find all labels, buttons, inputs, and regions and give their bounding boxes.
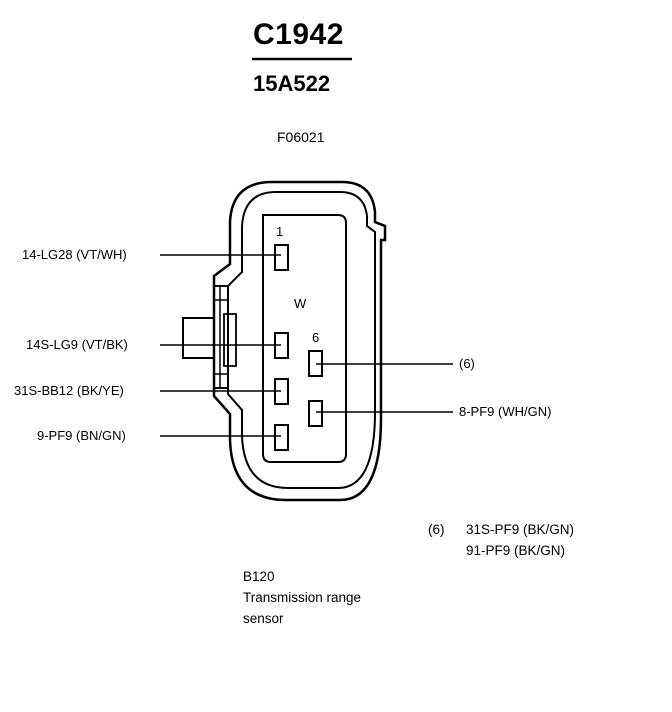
wire-label-pin-1: 14-LG28 (VT/WH) xyxy=(22,247,127,262)
pin-field xyxy=(262,214,347,463)
component-id: B120 xyxy=(243,569,275,584)
keyway-label: W xyxy=(294,296,307,311)
connector-housing-outer xyxy=(212,180,387,502)
wire-label-pin-4: 9-PF9 (BN/GN) xyxy=(37,428,126,443)
pin-cavity-4 xyxy=(274,424,289,451)
pin-cavity-5 xyxy=(308,400,323,427)
connector-title: C1942 xyxy=(253,18,344,51)
footnote-ref: (6) xyxy=(428,522,445,537)
connector-housing-inner xyxy=(227,191,376,489)
footnote-line-1: 31S-PF9 (BK/GN) xyxy=(466,522,575,537)
component-name-line-2: sensor xyxy=(243,611,284,626)
wire-label-pin-3: 31S-BB12 (BK/YE) xyxy=(14,383,124,398)
component-name-line-1: Transmission range xyxy=(243,590,362,605)
locking-tab xyxy=(182,285,237,389)
part-number: 15A522 xyxy=(253,71,331,96)
pin-number-first: 1 xyxy=(276,224,284,239)
pin-cavity-1 xyxy=(274,244,289,271)
wire-label-pin-6: (6) xyxy=(459,356,475,371)
footnote-line-2: 91-PF9 (BK/GN) xyxy=(466,543,566,558)
figure-id: F06021 xyxy=(277,129,325,145)
wire-label-pin-5: 8-PF9 (WH/GN) xyxy=(459,404,552,419)
pin-number-last: 6 xyxy=(312,330,320,345)
wire-label-pin-2: 14S-LG9 (VT/BK) xyxy=(26,337,128,352)
